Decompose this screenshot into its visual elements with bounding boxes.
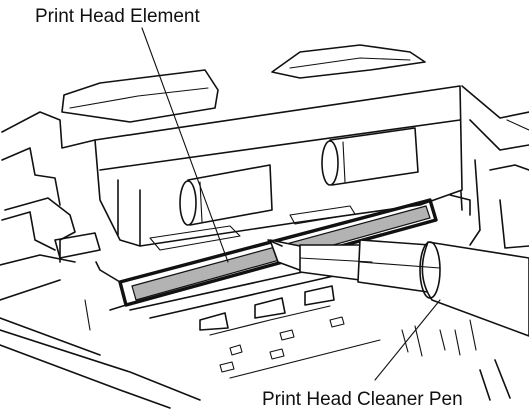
- cleaner-pen: [267, 239, 529, 337]
- printer-lid: [61, 44, 426, 123]
- leader-cleaner-pen: [374, 299, 441, 381]
- label-print-head-element: Print Head Element: [35, 6, 200, 27]
- label-print-head-cleaner-pen: Print Head Cleaner Pen: [262, 389, 463, 410]
- head-assembly: [54, 85, 471, 259]
- leader-print-head-element: [141, 27, 229, 263]
